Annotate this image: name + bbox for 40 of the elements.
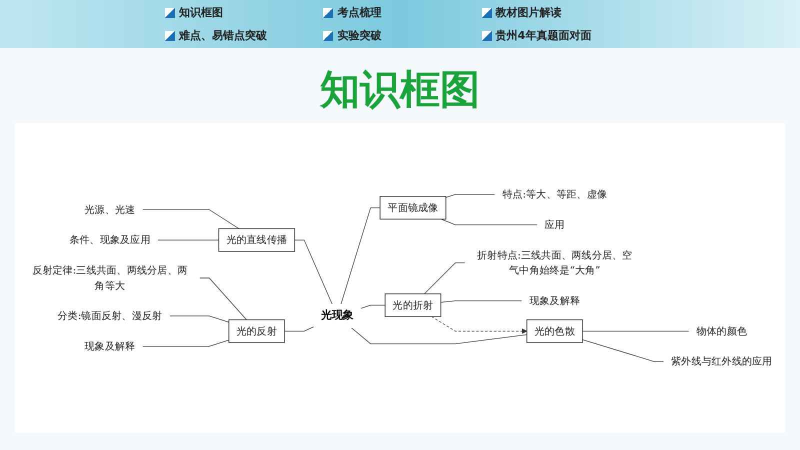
node-text: 现象及解释 bbox=[84, 340, 136, 352]
nav-link: 实验突破 bbox=[323, 25, 482, 48]
node-text: 折射特点:三线共面、两线分居、空气中角始终是“大角” bbox=[477, 248, 632, 276]
node-box: 光的折射 bbox=[384, 293, 442, 317]
connector bbox=[440, 218, 538, 226]
node-text: 条件、现象及应用 bbox=[69, 234, 150, 246]
node-text: 分类:镜面反射、漫反射 bbox=[58, 310, 162, 322]
connector bbox=[582, 339, 664, 362]
node-text: 物体的颜色 bbox=[696, 324, 748, 337]
nav-link: 考点梳理 bbox=[323, 2, 482, 25]
title: 知识框图 bbox=[318, 66, 481, 115]
connector bbox=[351, 328, 528, 344]
connector bbox=[446, 194, 496, 198]
connector bbox=[142, 340, 230, 347]
node-box: 平面镜成像 bbox=[380, 196, 446, 220]
nav-link: 难点、易错点突破 bbox=[165, 25, 324, 48]
arrow bbox=[431, 316, 528, 334]
node-text: 光现象 bbox=[321, 309, 354, 322]
node-text: 现象及解释 bbox=[529, 294, 580, 306]
node-box: 光的直线传播 bbox=[218, 228, 296, 252]
connector bbox=[582, 330, 690, 332]
nav-link: 知识框图 bbox=[165, 2, 324, 25]
connector bbox=[199, 278, 247, 320]
connector bbox=[294, 240, 332, 304]
node-text: 反射定律:三线共面、两线分居、两角等大 bbox=[32, 264, 188, 292]
node-text: 特点:等大、等距、虚像 bbox=[502, 188, 608, 200]
connector bbox=[424, 262, 466, 294]
nav-link: 贵州4年真题面对面 bbox=[482, 25, 640, 48]
connector bbox=[142, 209, 240, 229]
node-box: 光的反射 bbox=[228, 319, 285, 343]
connector bbox=[440, 300, 522, 303]
connector bbox=[284, 326, 314, 332]
node-text: 应用 bbox=[544, 218, 565, 231]
connector bbox=[170, 316, 230, 323]
nav-link: 教材图片解读 bbox=[482, 2, 640, 25]
node-text: 光源、光速 bbox=[84, 203, 136, 216]
node-box: 光的色散 bbox=[526, 319, 583, 343]
connector bbox=[360, 304, 386, 309]
node-text: 紫外线与红外线的应用 bbox=[671, 355, 772, 368]
connector bbox=[340, 207, 380, 304]
